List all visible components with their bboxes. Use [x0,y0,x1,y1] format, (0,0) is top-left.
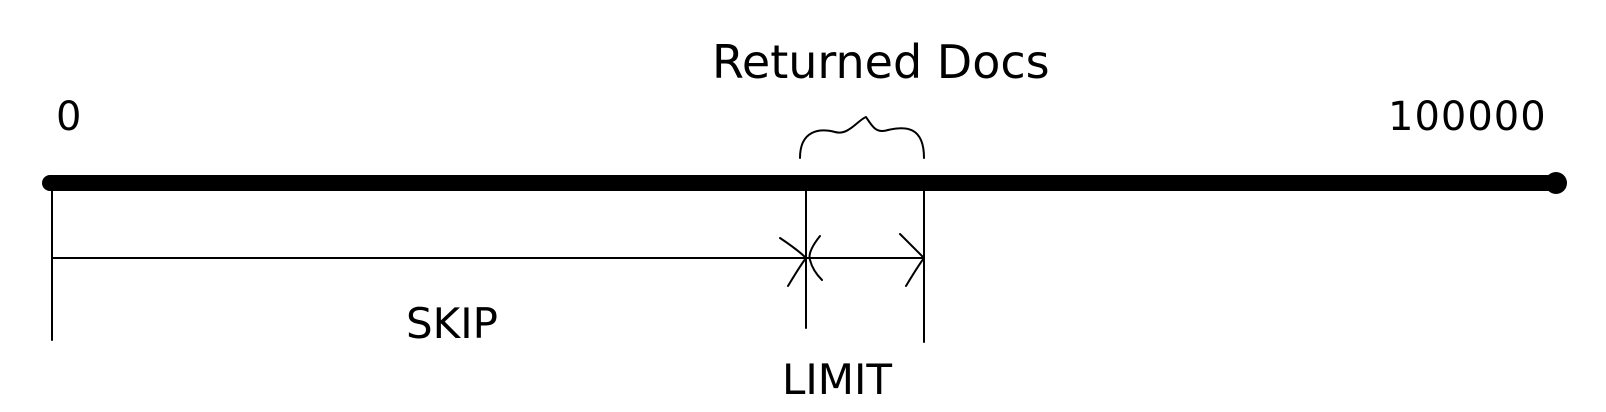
limit-arrowhead [899,233,925,287]
start-label: 0 [56,94,81,140]
skip-label: SKIP [406,299,498,348]
skip-arrowhead [779,237,807,287]
end-label: 100000 [1388,94,1547,140]
limit-label: LIMIT [782,355,892,404]
returned-docs-label: Returned Docs [712,35,1050,89]
limit-arrow-tail [808,235,823,281]
returned-docs-brace [799,116,925,159]
range-axis-end-cap [1545,172,1567,194]
